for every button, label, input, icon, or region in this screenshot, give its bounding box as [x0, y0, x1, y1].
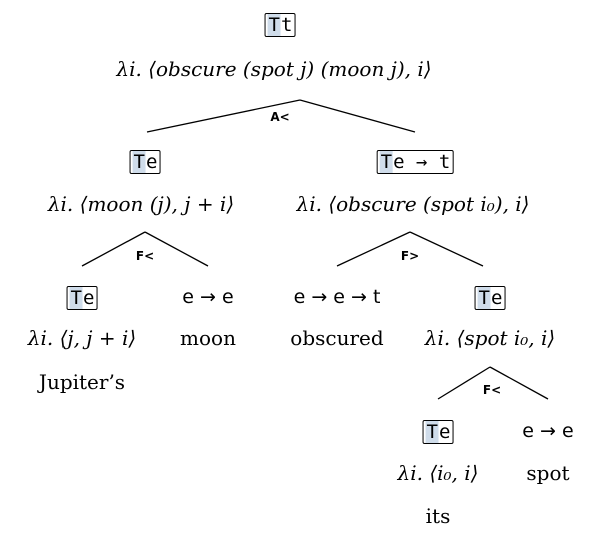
root-term: λi. ⟨obscure (spot j) (moon j), i⟩ — [116, 57, 432, 81]
its-word: its — [425, 504, 451, 528]
edge-left-moon — [144, 231, 209, 267]
its-spot-term: λi. ⟨spot i₀, i⟩ — [424, 326, 556, 350]
root-type: Tt — [264, 13, 296, 37]
type-box: Te — [422, 420, 454, 444]
edge-left-jupiters — [81, 231, 146, 267]
left-type: Te — [129, 150, 161, 174]
edge-right-its-spot — [409, 231, 484, 267]
rule-right: F> — [400, 249, 420, 263]
type-box: Te → t — [376, 150, 454, 174]
edge-root-right — [299, 99, 416, 133]
edge-right-obscured — [336, 231, 411, 267]
type-box: Te — [129, 150, 161, 174]
type-box: Te — [66, 286, 98, 310]
jupiters-word: Jupiter’s — [38, 370, 126, 394]
edge-its-spot-its — [437, 366, 491, 400]
its-term: λi. ⟨i₀, i⟩ — [397, 461, 479, 485]
rule-spot: F< — [482, 383, 502, 397]
right-type: Te → t — [376, 150, 454, 174]
jupiters-type: Te — [66, 286, 98, 310]
moon-type: e → e — [182, 286, 234, 308]
rule-left: F< — [135, 249, 155, 263]
moon-word: moon — [180, 326, 236, 350]
obscured-word: obscured — [290, 326, 384, 350]
rule-root: A< — [270, 110, 290, 124]
its-type: Te — [422, 420, 454, 444]
right-term: λi. ⟨obscure (spot i₀), i⟩ — [296, 192, 530, 216]
edge-root-left — [146, 99, 301, 133]
type-box: Te — [474, 286, 506, 310]
edge-its-spot-spot — [489, 366, 549, 400]
its-spot-type: Te — [474, 286, 506, 310]
spot-word: spot — [526, 461, 570, 485]
left-term: λi. ⟨moon (j), j + i⟩ — [47, 192, 235, 216]
spot-type: e → e — [522, 420, 574, 442]
jupiters-term: λi. ⟨j, j + i⟩ — [27, 326, 137, 350]
type-box: Tt — [264, 13, 296, 37]
obscured-type: e → e → t — [293, 286, 381, 308]
